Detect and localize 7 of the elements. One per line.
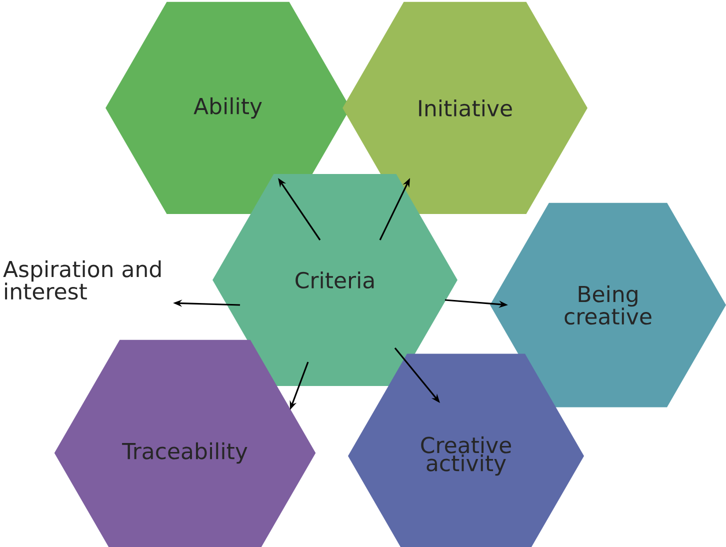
hexagon: Initiative <box>342 2 588 214</box>
hexagon: Criteria <box>212 174 458 386</box>
hexagon: Traceability <box>54 340 316 547</box>
hexagon: Being creative <box>490 202 726 408</box>
text-label: Aspiration and interest <box>3 260 161 300</box>
hexagon: Ability <box>106 2 350 214</box>
hexagon: Creative activity <box>348 354 584 547</box>
